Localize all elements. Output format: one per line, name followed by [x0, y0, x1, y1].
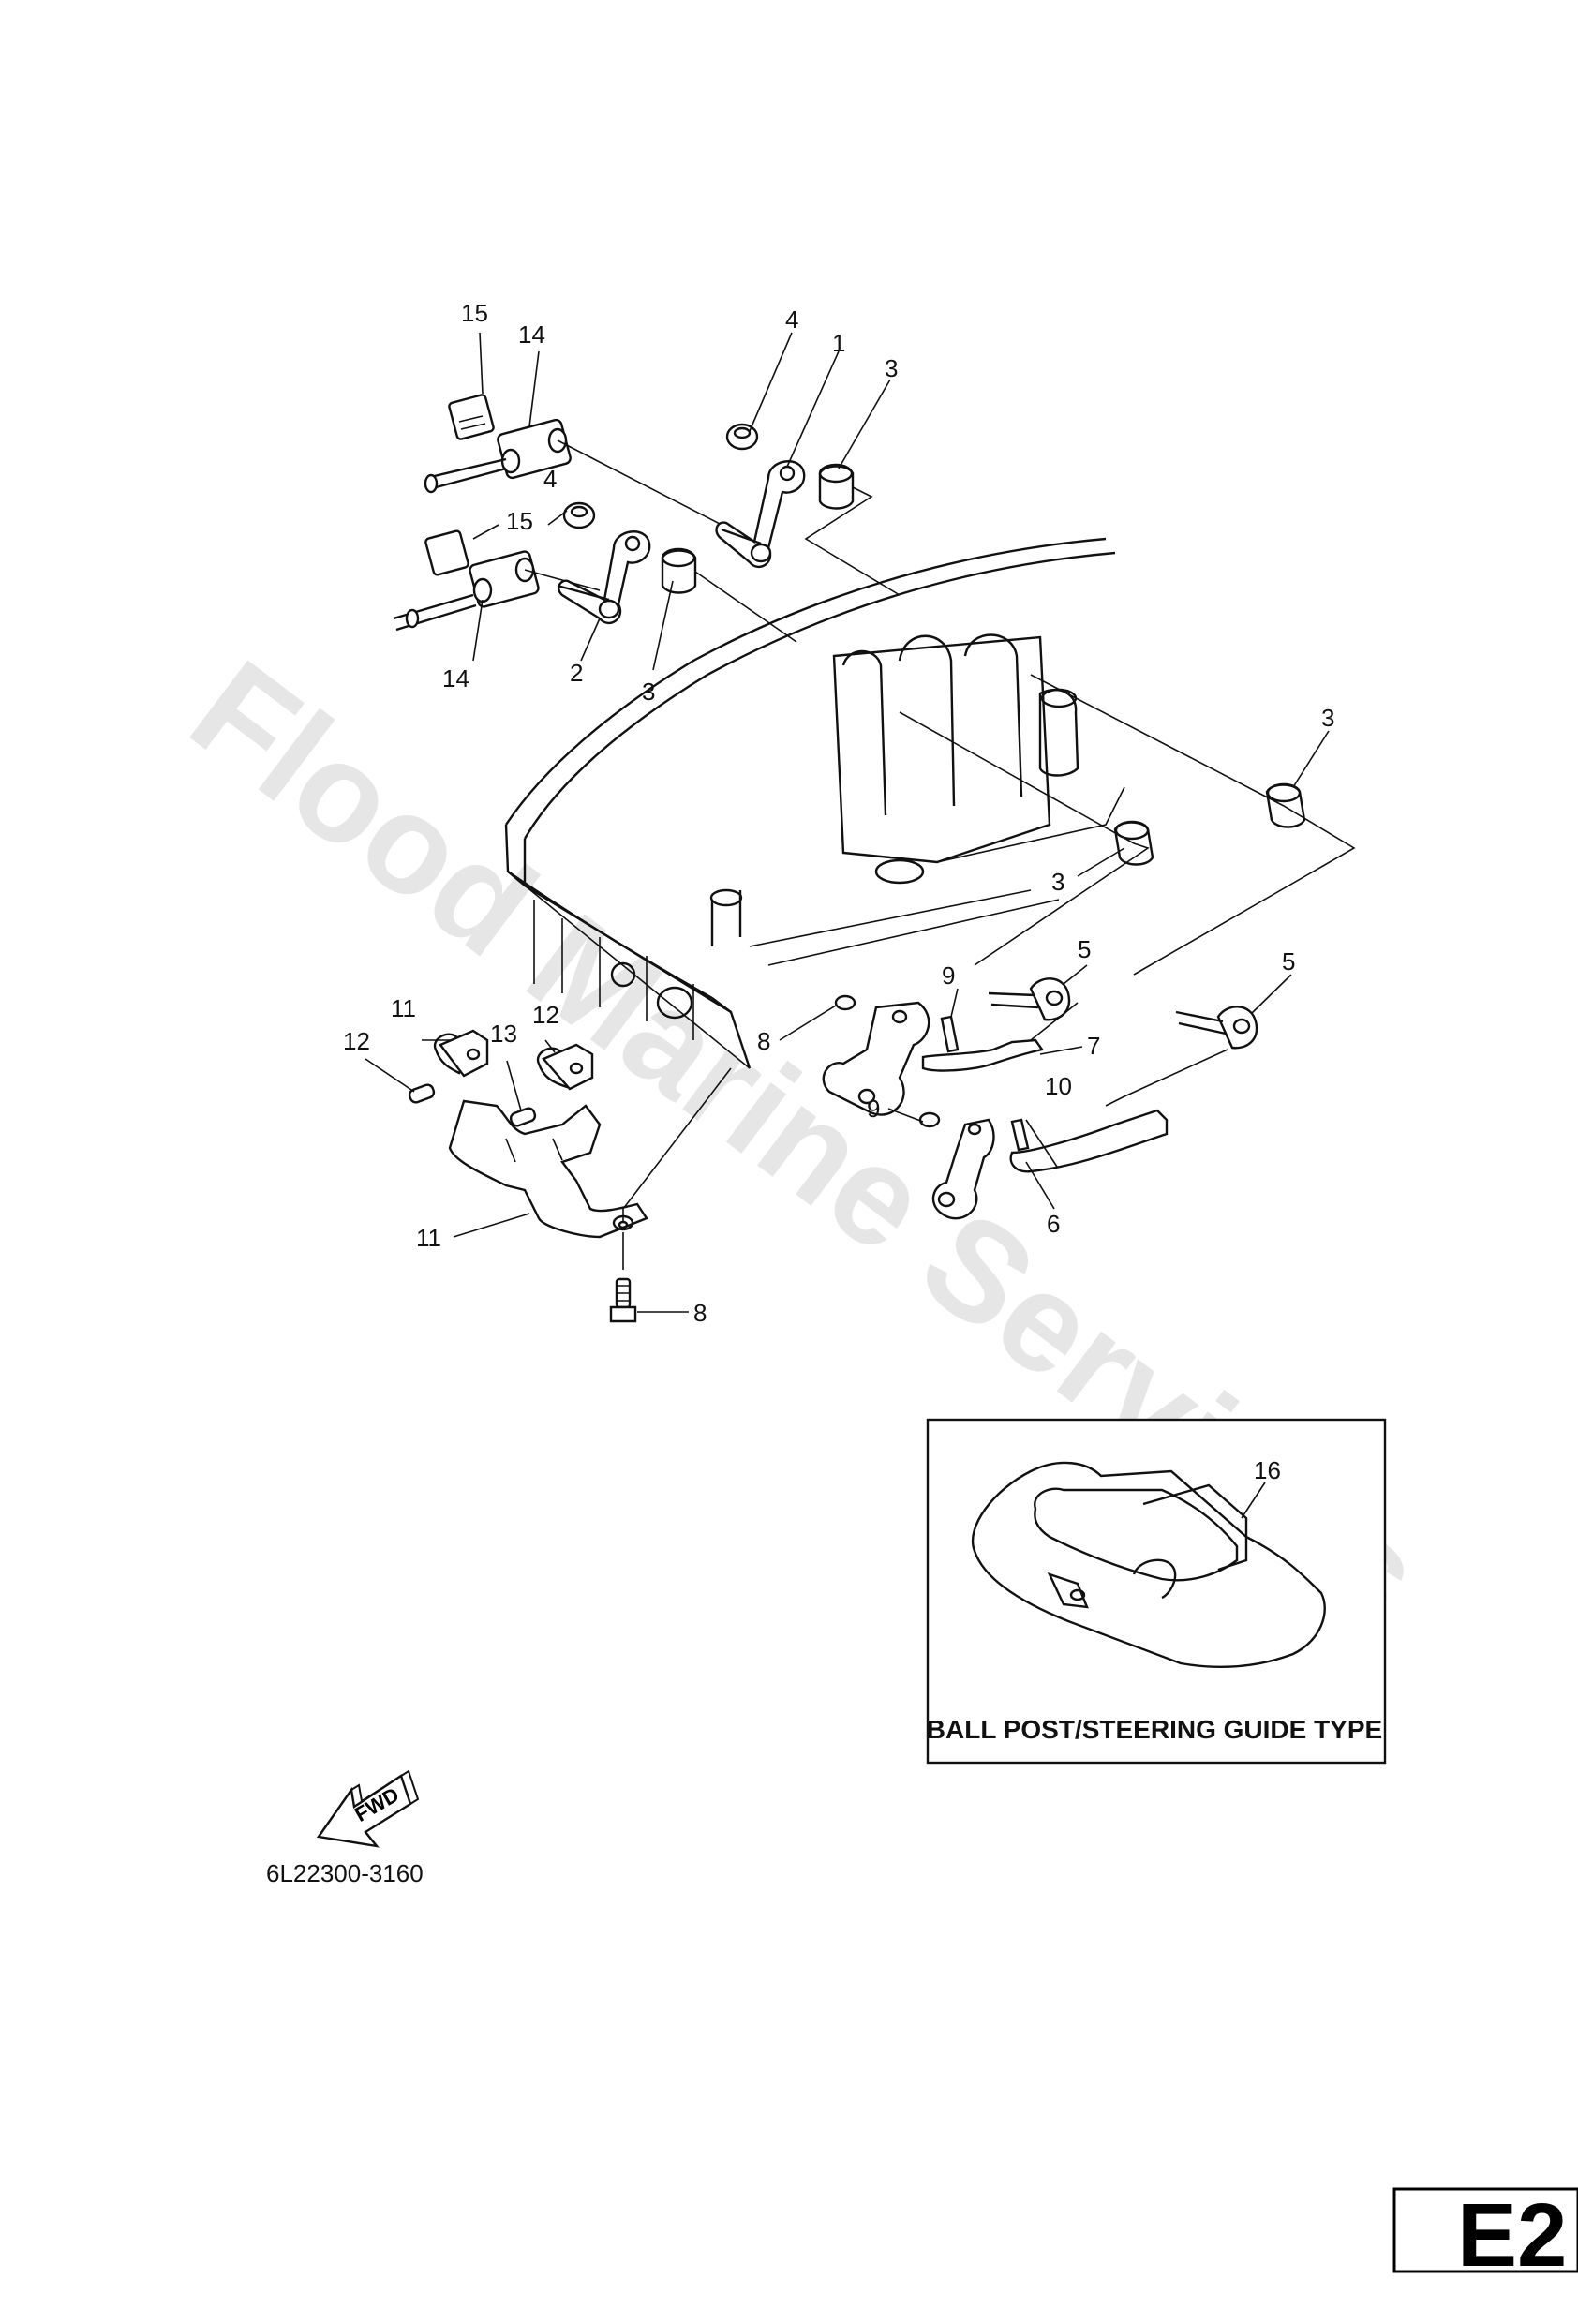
fwd-arrow: FWD [316, 1769, 420, 1848]
callout-5-right: 5 [1282, 947, 1295, 976]
right-parts-drawing [899, 674, 1356, 1107]
callout-16: 16 [1254, 1456, 1281, 1484]
callout-3-upper-left: 3 [642, 678, 655, 706]
callout-3-middle: 3 [1051, 868, 1064, 896]
callout-8-lower: 9 [867, 1095, 880, 1123]
callout-2: 2 [570, 659, 583, 687]
upper-parts-drawing [393, 394, 901, 643]
inset-caption: BALL POST/STEERING GUIDE TYPE [927, 1715, 1382, 1744]
callout-3-right: 3 [1321, 704, 1334, 732]
callout-4-lower: 4 [543, 465, 557, 493]
lower-left-parts-drawing [408, 1029, 732, 1323]
callout-7: 7 [1087, 1032, 1100, 1060]
callout-10: 11 [416, 1224, 441, 1252]
callout-5-left: 5 [1078, 935, 1091, 963]
callout-11-right: 12 [532, 1001, 559, 1029]
callout-15-upper: 15 [461, 299, 488, 327]
inset-panel: 16 BALL POST/STEERING GUIDE TYPE [927, 1418, 1387, 1765]
drawing-number: 6L22300-3160 [266, 1859, 424, 1887]
callout-9-lower: 10 [1045, 1072, 1072, 1100]
callout-6: 6 [1047, 1210, 1060, 1238]
page-tag: E2 [1457, 2185, 1567, 2286]
callout-9-upper: 9 [942, 961, 955, 990]
callout-labels: 15 14 15 4 14 2 3 4 1 3 3 3 5 5 9 8 7 10… [343, 299, 1334, 1327]
page-tag-box: E2 [1392, 2185, 1578, 2286]
callout-13: 8 [693, 1299, 707, 1327]
callout-4-upper: 4 [785, 305, 798, 334]
callout-1: 1 [832, 329, 845, 357]
callout-14-lower: 14 [442, 664, 469, 693]
callout-15-lower: 15 [506, 507, 533, 535]
callout-12-left: 12 [343, 1027, 370, 1055]
callout-leaders [365, 332, 1330, 1313]
callout-8-upper: 8 [757, 1027, 770, 1055]
callout-14-upper: 14 [518, 320, 545, 349]
callout-12-right: 13 [490, 1020, 517, 1048]
callout-3-upper-right: 3 [885, 354, 898, 382]
callout-11-left: 11 [391, 994, 416, 1022]
bottom-cowling-drawing [504, 537, 1125, 1069]
